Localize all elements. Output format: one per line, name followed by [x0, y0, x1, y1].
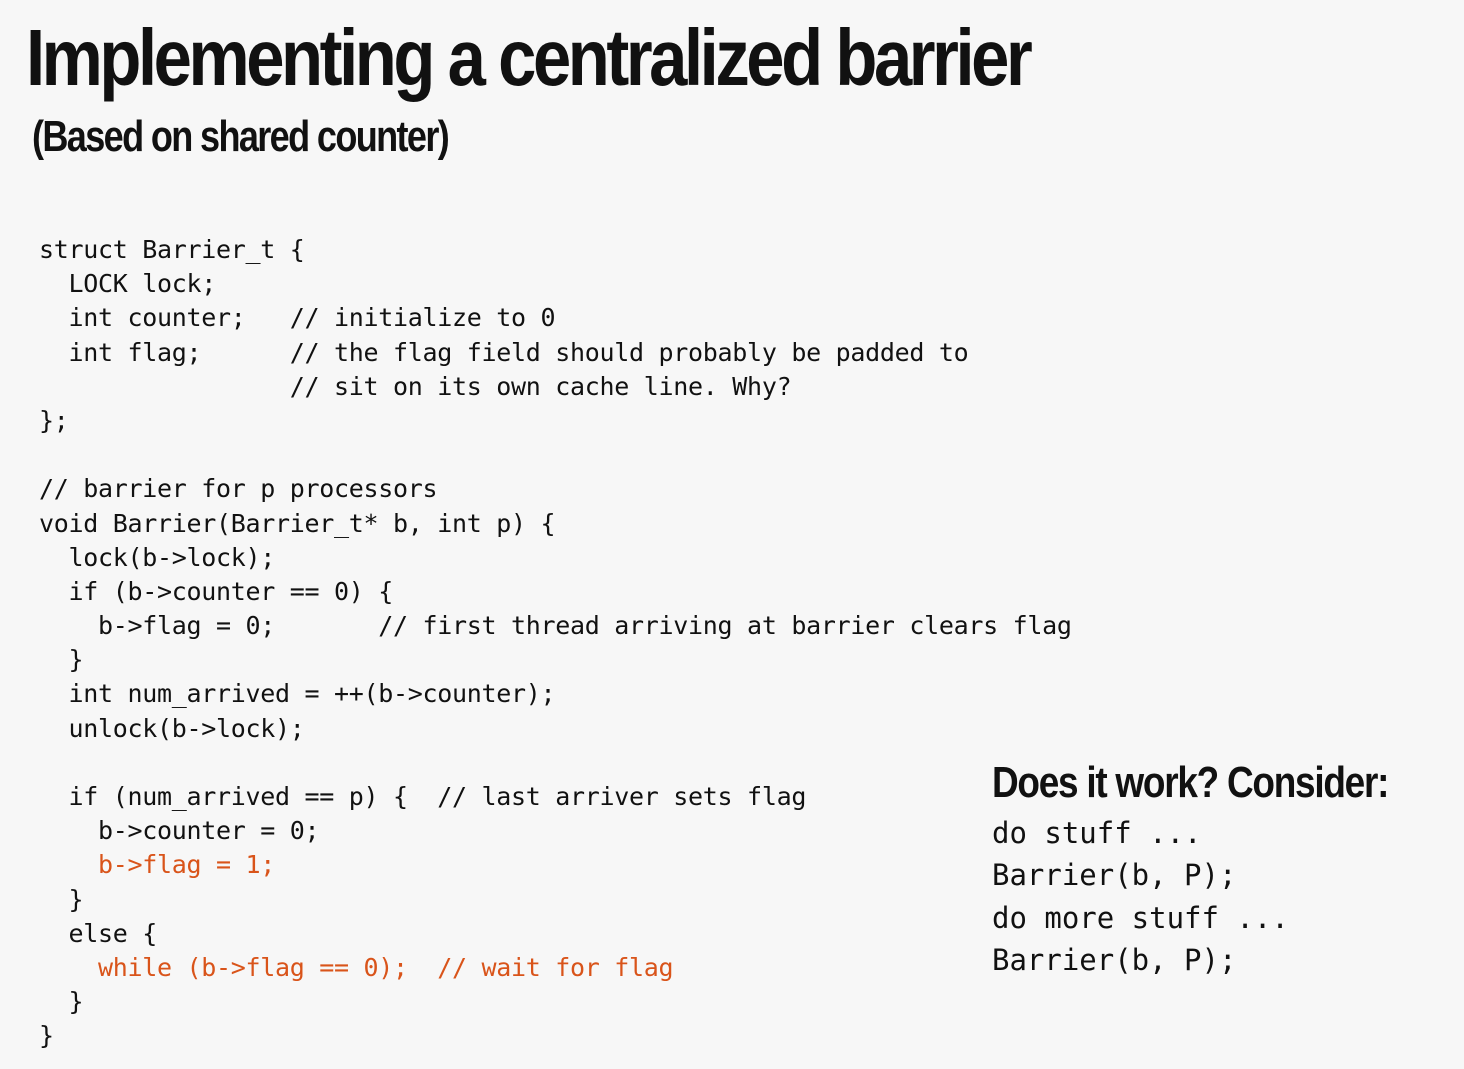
code-line-highlighted: b->flag = 1; [39, 850, 276, 880]
code-line: void Barrier(Barrier_t* b, int p) { [39, 508, 556, 538]
code-line: int flag; // the flag field should proba… [39, 337, 969, 367]
code-line: if (num_arrived == p) { // last arriver … [39, 782, 807, 811]
code-line: } [39, 987, 84, 1017]
code-line: // sit on its own cache line. Why? [39, 371, 792, 401]
side-question-heading: Does it work? Consider: [992, 758, 1389, 807]
code-line: struct Barrier_t { [39, 235, 305, 264]
code-line: b->counter = 0; [39, 816, 320, 846]
code-line [39, 438, 1072, 472]
slide-title: Implementing a centralized barrier [26, 13, 1033, 102]
code-line-highlighted: while (b->flag == 0); // wait for flag [39, 952, 674, 982]
side-code-line: do stuff ... [992, 816, 1202, 850]
code-line: // barrier for p processors [39, 474, 438, 504]
code-line: int counter; // initialize to 0 [39, 303, 556, 333]
side-code-line: Barrier(b, P); [992, 942, 1237, 977]
code-line: } [39, 884, 84, 914]
slide-subtitle: (Based on shared counter) [32, 112, 450, 161]
code-line: unlock(b->lock); [39, 713, 305, 743]
code-line: } [39, 645, 84, 675]
code-line: if (b->counter == 0) { [39, 576, 394, 606]
code-line: b->flag = 0; // first thread arriving at… [39, 611, 1072, 641]
code-line: int num_arrived = ++(b->counter); [39, 679, 556, 709]
side-code-line: Barrier(b, P); [992, 858, 1237, 893]
barrier-code-block: struct Barrier_t { LOCK lock; int counte… [39, 233, 1072, 1054]
side-code-line: do more stuff ... [992, 900, 1289, 935]
side-code-example: do stuff ... Barrier(b, P); do more stuf… [992, 812, 1289, 981]
code-line: }; [39, 405, 69, 435]
code-line: lock(b->lock); [39, 542, 276, 572]
code-line [39, 746, 1072, 780]
code-line: LOCK lock; [39, 269, 217, 299]
code-line: else { [39, 918, 158, 948]
code-line: } [39, 1021, 54, 1051]
